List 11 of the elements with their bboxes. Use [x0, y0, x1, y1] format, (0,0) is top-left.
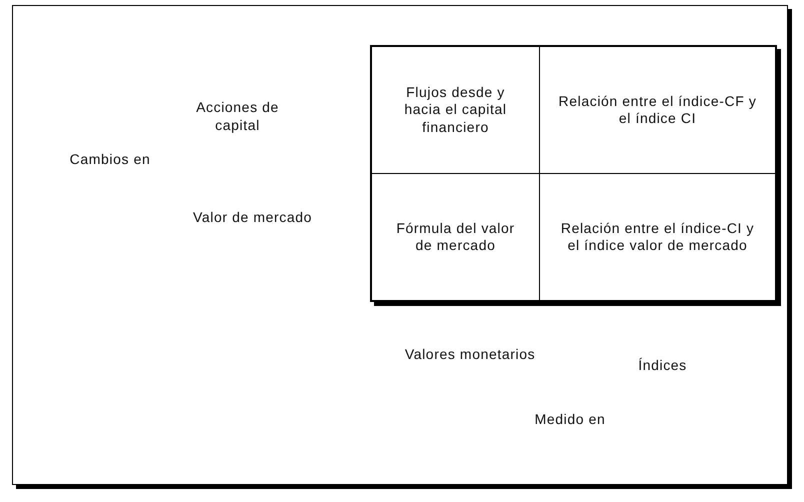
- cell-text: Relación entre el índice-CF y el índice CI: [558, 92, 758, 128]
- cell-text: Relación entre el índice-CI y el índice valor de mercado: [560, 220, 756, 254]
- axis-label: Valores monetarios: [404, 345, 536, 364]
- axis-label: Acciones de capital: [195, 98, 280, 134]
- axis-label: Medido en: [534, 410, 606, 428]
- axis-label: Índices: [637, 356, 688, 374]
- matrix-cell: [372, 47, 540, 174]
- cell-text: Fórmula del valor de mercado: [395, 220, 516, 254]
- cell-text: Flujos desde y hacia el capital financiero: [403, 84, 508, 136]
- axis-label: Cambios en: [68, 150, 152, 168]
- axis-label: Valor de mercado: [192, 208, 314, 226]
